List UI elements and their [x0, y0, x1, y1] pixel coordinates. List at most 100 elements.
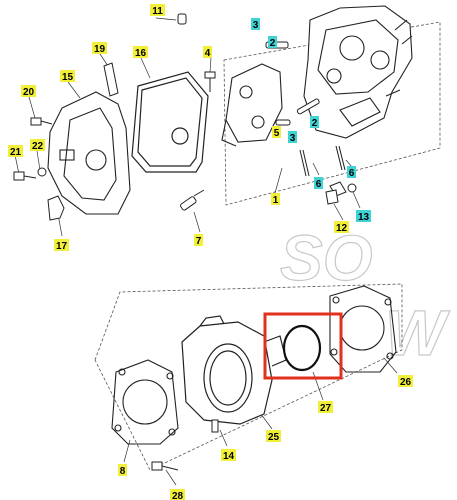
callout-c25: 25: [266, 430, 281, 443]
watermark: SO W: [279, 221, 450, 369]
callout-c13: 13: [356, 210, 371, 223]
callout-badge: [133, 46, 148, 58]
callout-badge: [30, 139, 45, 151]
bolt-4: [204, 71, 216, 92]
callout-number: 16: [135, 48, 147, 59]
head-cover-gasket-16: [131, 71, 209, 173]
callout-number: 4: [205, 48, 211, 59]
callout-badge: [347, 166, 356, 178]
callout-c2a: 2: [268, 36, 277, 49]
callout-c14: 14: [221, 449, 236, 462]
callout-c15: 15: [60, 70, 75, 83]
callout-number: 26: [400, 377, 412, 388]
callout-badge: [8, 145, 23, 157]
callout-number: 3: [253, 20, 259, 31]
callout-number: 22: [32, 141, 44, 152]
callout-c3b: 3: [288, 131, 297, 144]
callout-badge: [310, 116, 319, 128]
cylinder-25: [181, 315, 287, 425]
callout-number: 21: [10, 147, 22, 158]
fitting-17: [47, 195, 65, 221]
callout-number: 11: [152, 6, 163, 17]
callout-number: 7: [196, 236, 202, 247]
seal-12: [325, 189, 339, 205]
bolt-21: [13, 171, 37, 181]
callout-c4: 4: [203, 46, 212, 59]
callout-badge: [221, 449, 236, 461]
callout-c11: 11: [150, 4, 165, 17]
watermark-line-1: SO: [280, 222, 372, 294]
callout-number: 1: [273, 195, 279, 206]
callout-badge: [334, 221, 349, 233]
callout-number: 6: [349, 168, 355, 179]
callout-c8: 8: [118, 464, 127, 477]
callout-number: 28: [172, 491, 184, 500]
callout-number: 12: [336, 223, 348, 234]
callout-badge: [92, 42, 107, 54]
callout-number: 19: [94, 44, 106, 55]
callout-c16: 16: [133, 46, 148, 59]
callout-number: 3: [290, 133, 296, 144]
callout-badge: [272, 126, 281, 138]
callout-badge: [271, 193, 280, 205]
callout-c28: 28: [170, 489, 185, 500]
head-cover-15: [47, 91, 131, 215]
callout-c6a: 6: [314, 177, 323, 190]
callout-badge: [21, 85, 36, 97]
callout-badge: [398, 375, 413, 387]
dowel-14: [211, 419, 219, 433]
bolt-20: [30, 117, 53, 126]
callout-c3a: 3: [251, 18, 260, 31]
callout-number: 5: [274, 128, 280, 139]
callout-number: 13: [358, 212, 370, 223]
callout-c21: 21: [8, 145, 23, 158]
callout-badge: [170, 489, 185, 500]
callout-badge: [314, 177, 323, 189]
callout-number: 8: [120, 466, 126, 477]
callout-badge: [54, 239, 69, 251]
callout-c6b: 6: [347, 166, 356, 179]
callout-badge: [203, 46, 212, 58]
callout-number: 2: [312, 118, 318, 129]
callout-badge: [118, 464, 127, 476]
callout-number: 2: [270, 38, 276, 49]
callout-c20: 20: [21, 85, 36, 98]
callout-c12: 12: [334, 221, 349, 234]
callout-c2b: 2: [310, 116, 319, 129]
spark-plug-7: [180, 189, 205, 211]
callout-badge: [194, 234, 203, 246]
callout-badge: [268, 36, 277, 48]
callout-badge: [266, 430, 281, 442]
callout-badge: [318, 401, 333, 413]
callout-c17: 17: [54, 239, 69, 252]
callout-c5: 5: [272, 126, 281, 139]
callout-c26: 26: [398, 375, 413, 388]
o-ring-27: [282, 324, 322, 372]
callout-number: 6: [316, 179, 322, 190]
cylinder-assembly-outline: [94, 283, 403, 471]
camshaft-holder: [221, 63, 283, 147]
callout-number: 20: [23, 87, 35, 98]
bolt-28: [151, 461, 179, 471]
callout-badge: [60, 70, 75, 82]
gasket-8: [111, 359, 179, 445]
callout-badge: [251, 18, 260, 30]
callout-badge: [288, 131, 297, 143]
callout-c7: 7: [194, 234, 203, 247]
stud-bolt-11: [177, 13, 187, 25]
callout-badge: [150, 4, 165, 16]
callout-number: 15: [62, 72, 74, 83]
gasket-19: [103, 62, 119, 97]
callout-number: 17: [56, 241, 68, 252]
callout-c27: 27: [318, 401, 333, 414]
callout-number: 14: [223, 451, 235, 462]
washer-22: [37, 167, 47, 177]
cylinder-head: [303, 5, 413, 139]
callout-number: 25: [268, 432, 280, 443]
callout-badge: [356, 210, 371, 222]
callout-c22: 22: [30, 139, 45, 152]
highlight-box: [263, 312, 343, 380]
callout-c1: 1: [271, 193, 280, 206]
